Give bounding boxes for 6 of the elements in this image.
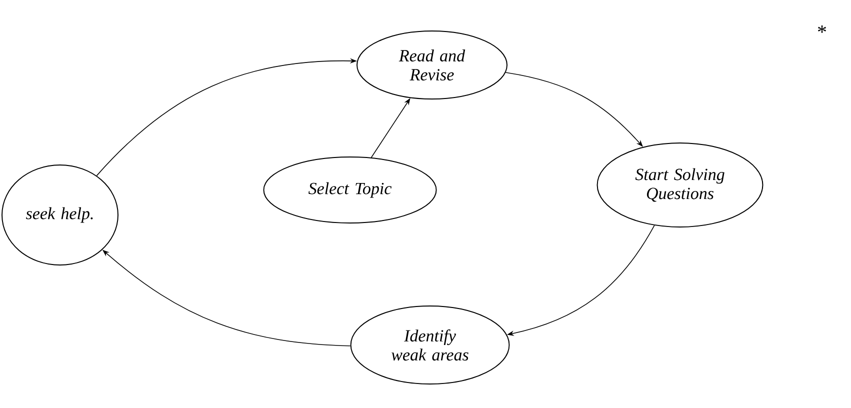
ellipse-node: Select Topic [263,156,437,224]
ellipse-node: Start Solving Questions [596,142,764,228]
ellipse-node: Identify weak areas [350,306,510,384]
asterisk-mark: * [818,25,826,33]
ellipse-node: Read and Revise [356,30,508,100]
ellipse-node: seek help. [2,164,118,266]
